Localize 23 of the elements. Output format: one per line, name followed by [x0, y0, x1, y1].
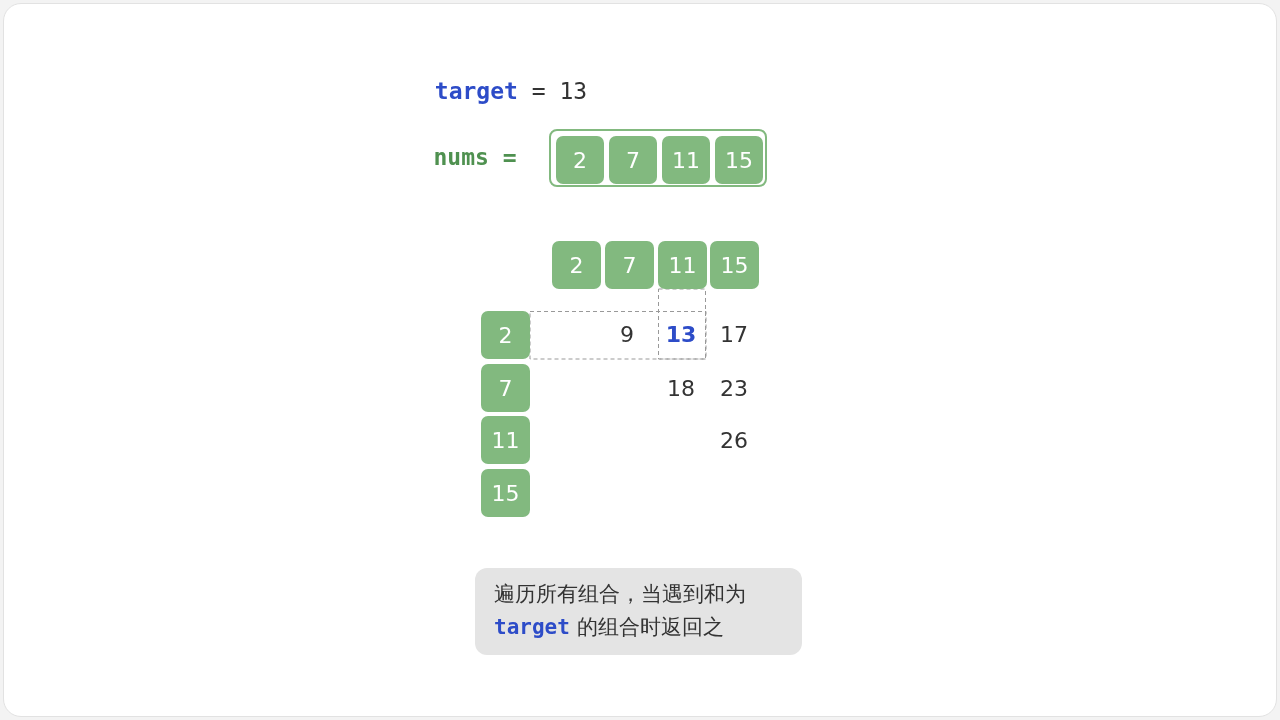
number-cell: 2	[556, 136, 604, 184]
sum-value: 23	[720, 378, 748, 400]
code-text: nums =	[433, 145, 517, 169]
number-cell: 11	[481, 416, 530, 464]
note-bubble	[475, 568, 802, 655]
sum-value: 17	[720, 324, 748, 346]
number-cell: 2	[552, 241, 601, 289]
sum-value: 13	[665, 324, 697, 346]
number-cell: 11	[658, 241, 707, 289]
number-cell: 2	[481, 311, 530, 359]
number-cell: 7	[481, 364, 530, 412]
number-cell: 7	[609, 136, 657, 184]
number-cell: 15	[481, 469, 530, 517]
number-cell: 7	[605, 241, 654, 289]
sum-value: 18	[667, 378, 695, 400]
number-cell: 11	[662, 136, 710, 184]
code-text: target = 13	[434, 79, 588, 103]
array-frame	[549, 129, 767, 187]
sum-value: 9	[620, 324, 634, 346]
number-cell: 15	[715, 136, 763, 184]
sum-value: 26	[720, 430, 748, 452]
note-text: 遍历所有组合，当遇到和为 target 的组合时返回之	[494, 581, 747, 641]
number-cell: 15	[710, 241, 759, 289]
